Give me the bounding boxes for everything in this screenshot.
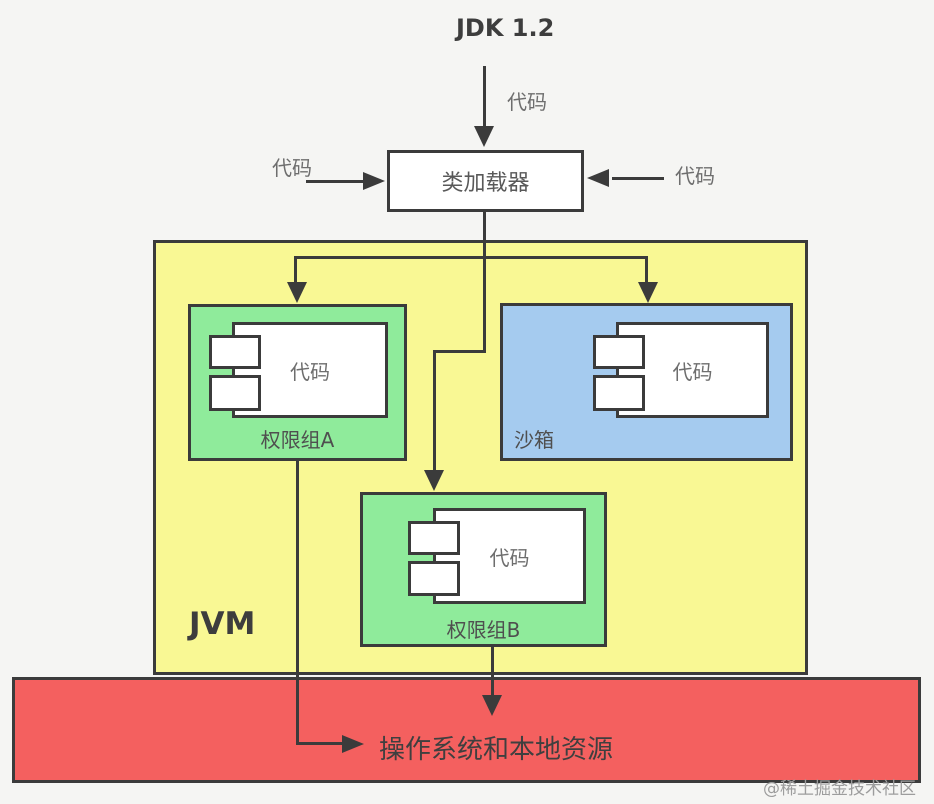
permission-group-a-label: 权限组A <box>260 428 335 452</box>
diagram-title: JDK 1.2 <box>456 14 555 42</box>
group-b-feed-vline <box>433 350 436 472</box>
group-a-os-hline <box>296 742 344 745</box>
branch-line <box>294 256 648 259</box>
group-a-code-label: 代码 <box>290 359 330 384</box>
arrow-line-right <box>612 177 664 180</box>
group-b-module-square <box>408 521 460 555</box>
arrow-down-icon <box>474 126 494 147</box>
group-a-module-square <box>209 375 261 411</box>
watermark: @稀土掘金技术社区 <box>763 779 916 799</box>
jvm-label: JVM <box>189 606 256 642</box>
group-a-module-square <box>209 335 261 369</box>
group-b-os-line <box>491 647 494 697</box>
os-resources-box <box>12 677 921 783</box>
sandbox-label: 沙箱 <box>514 428 554 452</box>
sandbox-module-square <box>593 335 645 369</box>
arrow-line-left <box>306 180 364 183</box>
group-b-code-label: 代码 <box>489 545 530 570</box>
class-loader-box: 类加载器 <box>387 150 584 212</box>
branch-left-line <box>294 256 297 284</box>
class-loader-label: 类加载器 <box>441 171 530 196</box>
group-b-module-square <box>408 561 460 596</box>
arrow-line-top <box>483 66 486 128</box>
group-b-feed-hline <box>433 350 486 353</box>
sandbox-module-square <box>593 375 645 411</box>
code-label-right: 代码 <box>675 164 715 188</box>
arrow-down-icon <box>287 282 307 303</box>
class-loader-out-line <box>483 212 486 353</box>
arrow-down-icon <box>638 282 658 303</box>
arrow-down-icon <box>482 695 502 716</box>
code-label-top: 代码 <box>507 90 547 114</box>
os-resources-label: 操作系统和本地资源 <box>379 735 614 765</box>
arrow-right-icon <box>363 172 385 190</box>
branch-right-line <box>645 256 648 284</box>
arrow-right-icon <box>342 735 364 753</box>
sandbox-code-label: 代码 <box>672 359 713 384</box>
group-a-os-vline <box>296 461 299 745</box>
code-label-left: 代码 <box>272 156 312 180</box>
arrow-down-icon <box>424 470 444 491</box>
permission-group-b-label: 权限组B <box>446 618 521 642</box>
arrow-left-icon <box>587 169 609 187</box>
